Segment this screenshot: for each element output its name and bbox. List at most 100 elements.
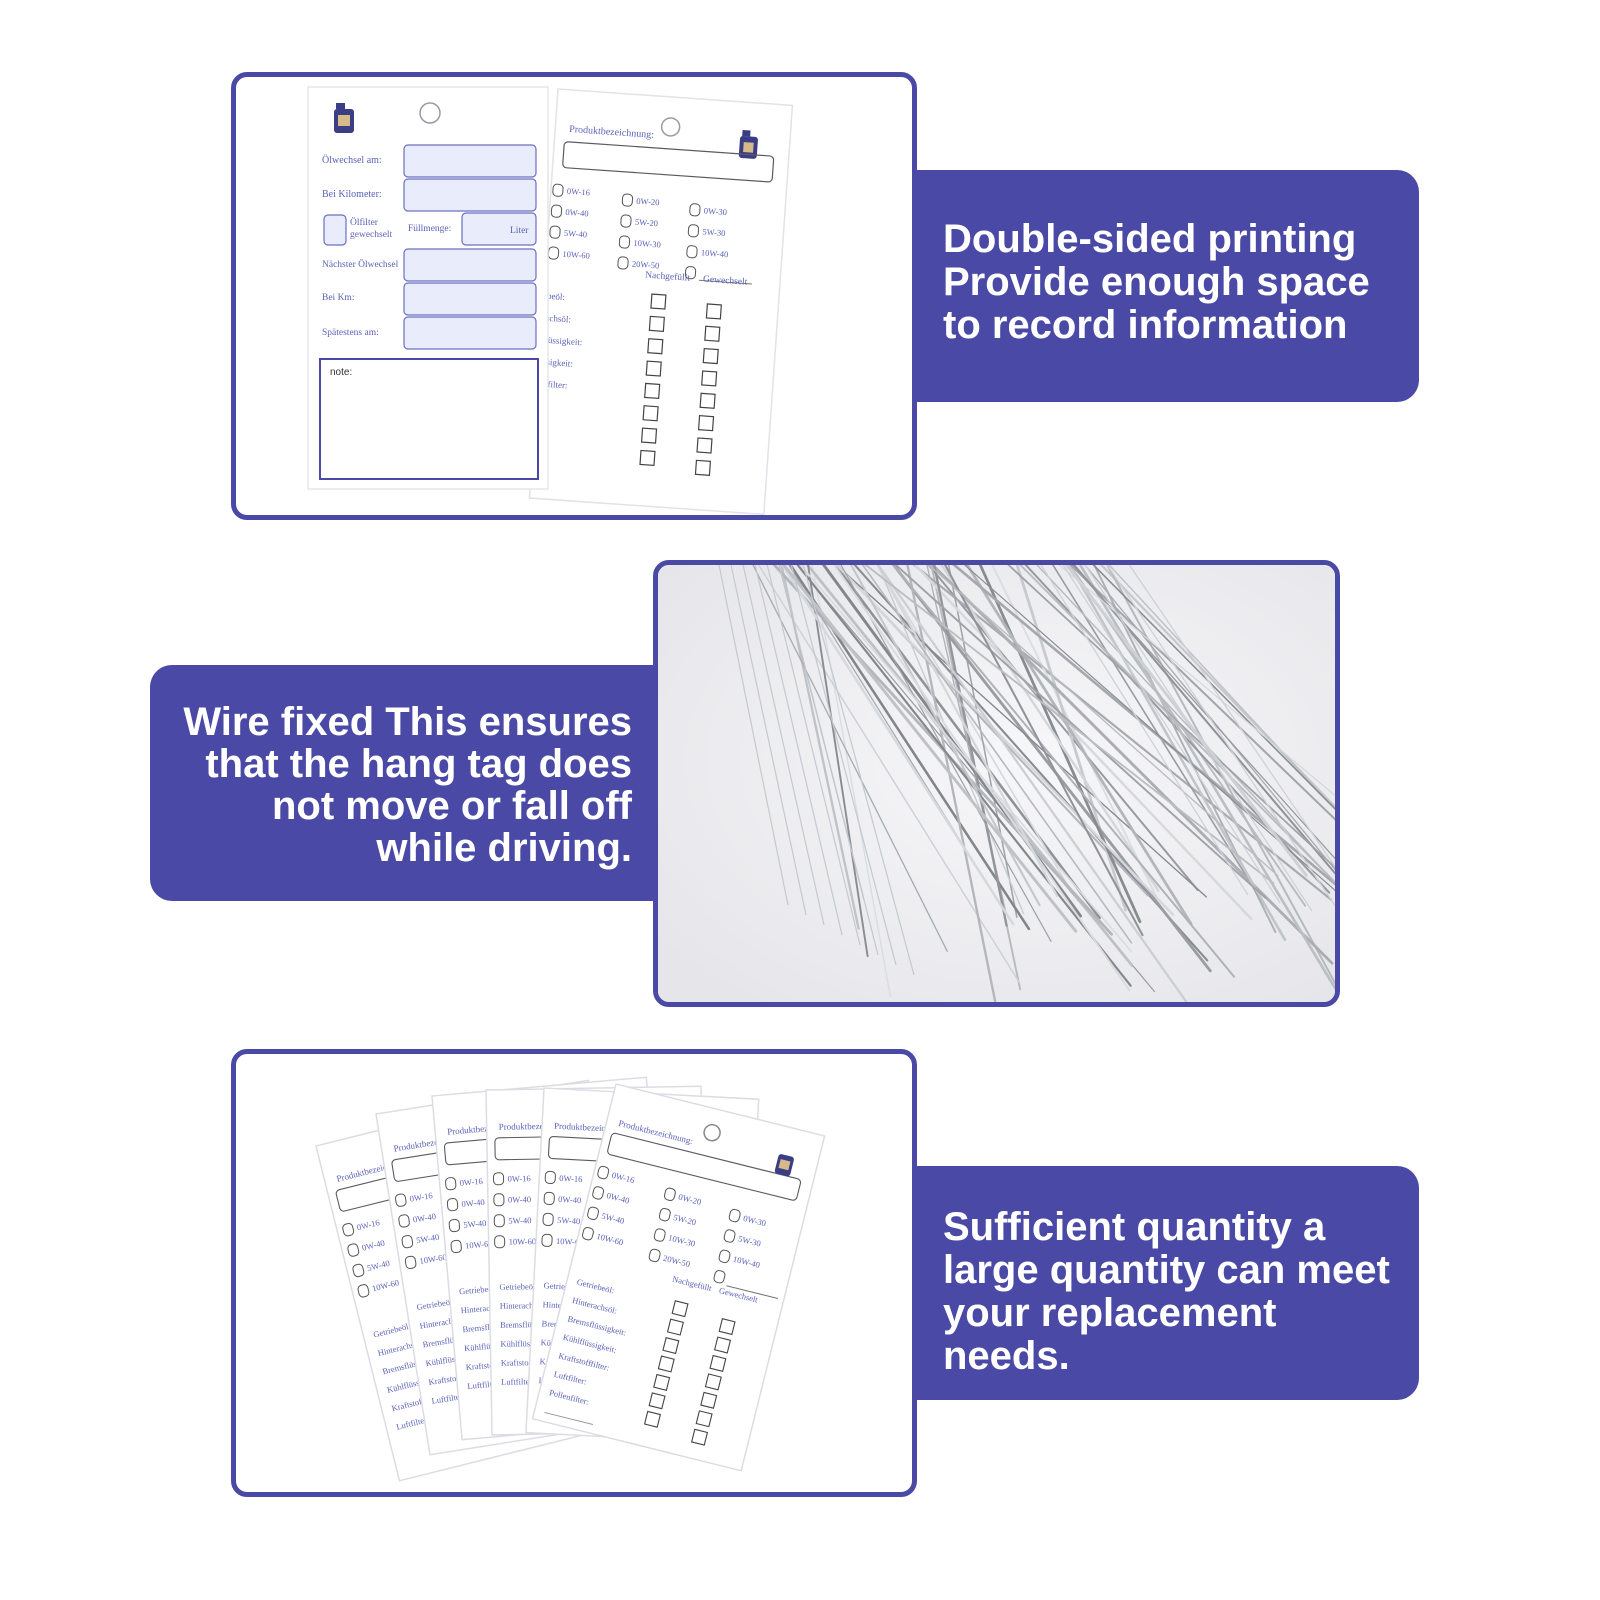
oil-grade-label: 0W-30 [704,205,728,217]
oil-can-icon [334,103,354,133]
oil-grade-label: 0W-16 [459,1176,483,1188]
checkbox-gewechselt [704,1373,722,1391]
filter-label: Ölfilter [350,216,379,228]
wire-bundle-image [658,565,1335,1002]
wire [952,565,1335,886]
checkbox-gewechselt [697,415,715,432]
wire [835,565,1175,916]
oil-grade-label: 0W-40 [461,1197,485,1209]
banner-line: Provide enough space [943,260,1370,304]
tag-front: Ölwechsel am: Bei Kilometer: Ölfilter ge… [307,86,549,490]
oil-grade-label: 10W-60 [556,1236,584,1247]
checkbox-gewechselt [695,1410,713,1428]
banner-line: large quantity can meet [943,1248,1390,1292]
service-row-label: Luftfilter: [501,1376,535,1387]
wire [1106,565,1335,986]
wire [742,565,825,926]
oil-grade-label: 0W-16 [507,1173,530,1183]
checkbox-nachgefuellt [662,1336,680,1355]
product-title: Produktbezeichnung: [499,1120,576,1131]
double-sided-tags-image: Produktbezeichnung: 0W-160W-405W-4010W-6… [307,86,794,515]
oil-checkbox [549,225,561,239]
oil-grade-label: 0W-40 [558,1194,582,1205]
banner-line: to record information [943,303,1348,347]
liter-label: Liter [510,226,529,236]
wire [781,565,1078,933]
service-row-label: Kühlflüssigkeit: [500,1338,555,1349]
banner-line: not move or fall off [272,784,632,828]
oil-checkbox [550,204,563,218]
oil-grade-label: 10W-60 [419,1252,448,1266]
banner-line: while driving. [376,826,632,870]
tag-back: Produktbezeichnung: 0W-160W-405W-4010W-6… [525,88,794,515]
checkbox-nachgefuellt [640,427,658,444]
banner-line: Sufficient quantity a [943,1205,1326,1249]
wire [927,565,1199,892]
banner-line: needs. [943,1334,1070,1378]
wire [891,565,1212,973]
checkbox-nachgefuellt [650,293,667,310]
oil-grade-label: 5W-40 [557,1215,581,1226]
oil-grade-label: 20W-50 [632,259,660,271]
filter-label-2: gewechselt [350,230,393,240]
wire [766,565,861,946]
oil-grade-label: 5W-30 [702,226,726,238]
oil-checkbox [597,1165,610,1180]
checkbox-nachgefuellt [645,360,662,377]
wire [932,565,1008,927]
checkbox-gewechselt [705,303,722,320]
banner-wire-fixed: Wire fixed This ensures that the hang ta… [150,665,670,901]
checkbox-gewechselt [690,1428,709,1446]
oil-checkbox [653,1228,666,1242]
oil-checkbox [689,203,701,217]
wire [1106,565,1335,907]
wire-photo-frame [653,560,1340,1007]
col-nachgefuellt: Nachgefüllt [645,270,691,284]
checkbox-nachgefuellt [648,315,665,332]
wire [876,565,1059,897]
oil-grade-list: 0W-160W-405W-4010W-600W-205W-2010W-3020W… [547,183,752,285]
oil-checkbox [582,1226,594,1241]
wire [1051,565,1282,933]
wire [906,565,997,1002]
oil-grade-label: 5W-40 [415,1232,439,1245]
wire [1092,565,1335,810]
col-gewechselt: Gewechselt [703,275,748,288]
oil-grade-label: 10W-60 [509,1236,537,1246]
wire [991,565,1158,899]
oil-checkbox [552,183,564,197]
oil-checkbox [648,1248,661,1263]
checkbox-gewechselt [713,1336,732,1354]
checkbox-nachgefuellt [648,1392,666,1410]
wire [913,565,1253,921]
wire [1040,565,1249,896]
oil-grade-label: 10W-60 [562,249,590,261]
checkbox-nachgefuellt [643,1410,662,1428]
service-row-label: Kraftstofffilter: [501,1357,553,1368]
oil-grade-label: 10W-60 [465,1238,493,1250]
wire [940,565,1160,892]
wire [1019,565,1335,884]
checkbox-gewechselt [701,370,718,387]
oil-checkbox [728,1208,741,1223]
oil-grade-label: 0W-16 [559,1173,583,1184]
banner-line: that the hang tag does [205,742,632,786]
wire [1084,565,1313,912]
wire [1069,565,1335,821]
service-row-label: Hinterachsöl: [500,1300,546,1311]
checkbox-gewechselt [702,347,719,365]
wire [778,565,879,956]
checkbox-gewechselt [699,392,716,409]
oil-grade-label: 0W-40 [508,1194,531,1204]
banner-line: your replacement [943,1291,1277,1335]
service-row-label: Bremsflüssigkeit: [500,1319,560,1330]
checkbox-gewechselt [700,1391,718,1409]
wire [799,565,1133,953]
oil-checkbox [723,1229,736,1243]
oil-grade-label: 0W-16 [409,1190,433,1203]
oil-can-icon [738,129,758,159]
checkbox-gewechselt [696,437,713,454]
wire [796,565,1132,987]
oil-checkbox [663,1187,676,1202]
oil-checkbox [684,266,697,280]
